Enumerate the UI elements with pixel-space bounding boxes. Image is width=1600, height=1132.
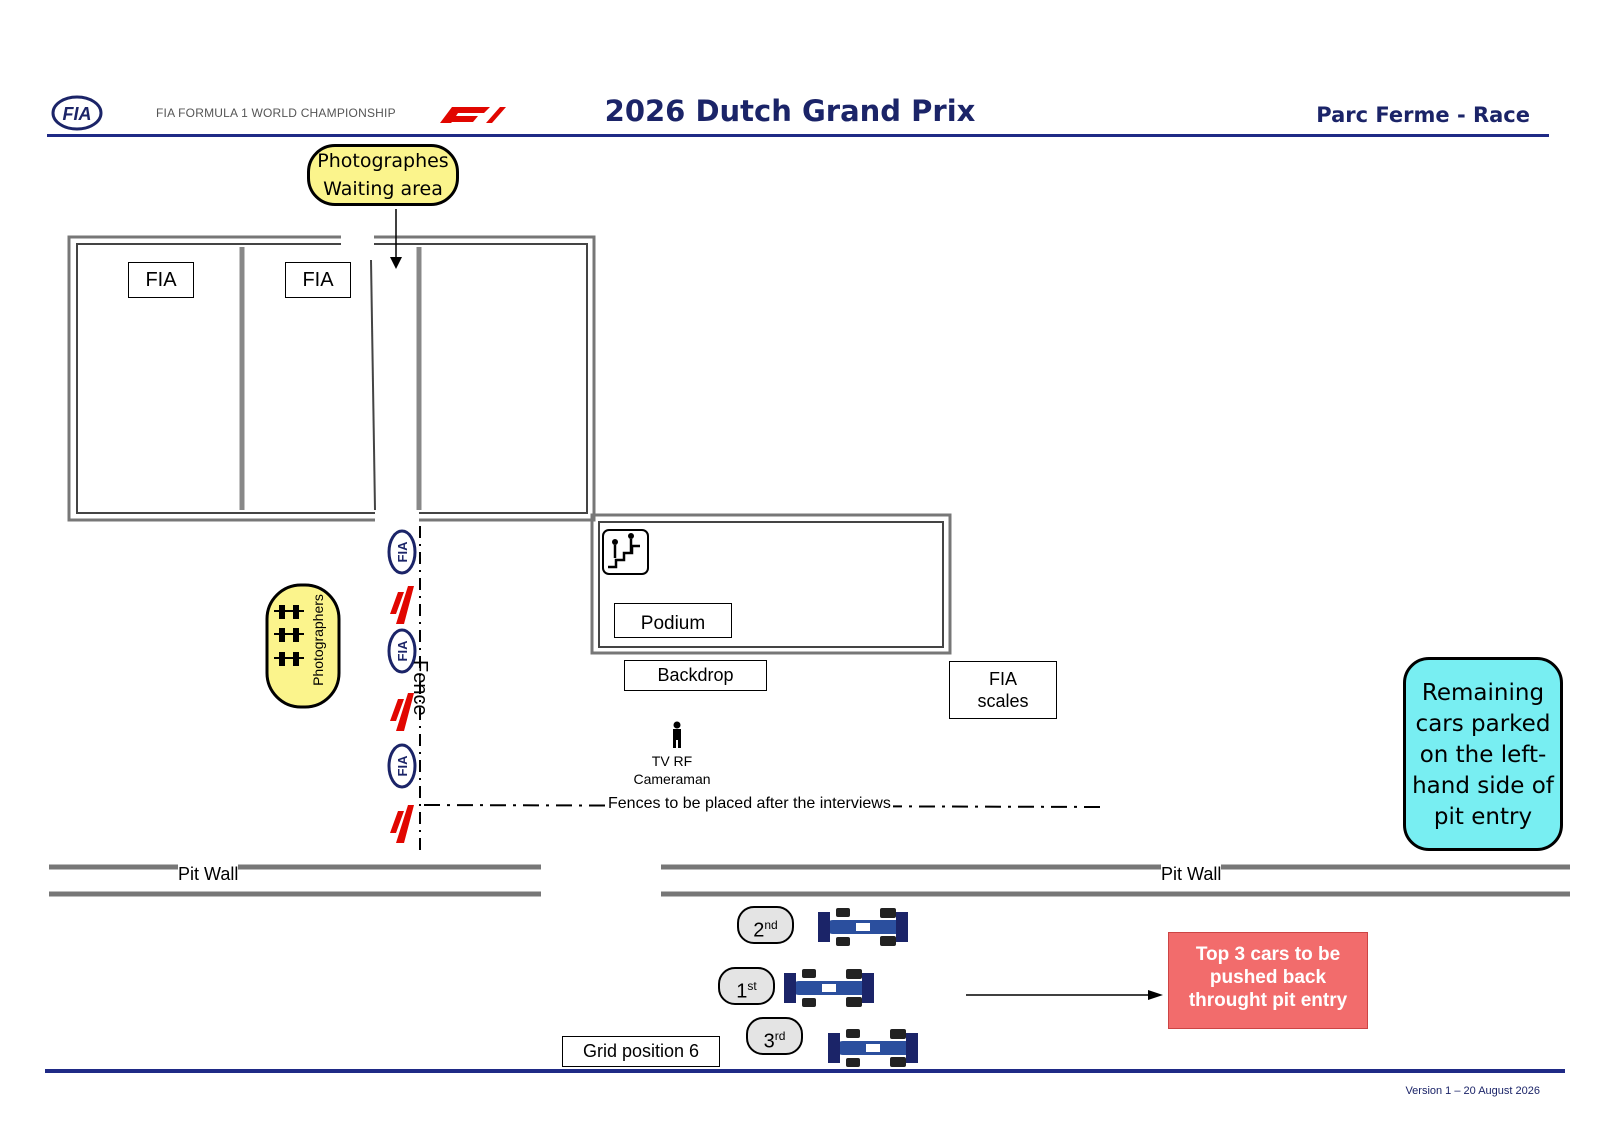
race-car-icon [818, 908, 908, 946]
position-2-badge: 2nd [737, 906, 794, 944]
pit-wall-right [661, 864, 1570, 897]
pit-wall-left [49, 864, 541, 897]
f1-logo-icon [440, 107, 506, 123]
position-2-suffix: nd [764, 918, 778, 932]
position-2-num: 2 [753, 919, 765, 942]
photographers-waiting-area: Photographes Waiting area [307, 144, 459, 206]
tv-rf-cameraman-label: TV RF Cameraman [617, 752, 727, 788]
podium-label: Podium [614, 603, 732, 638]
photographers-people-icon [274, 605, 304, 666]
fia-scales-box: FIA scales [949, 661, 1057, 719]
fence-branding: FIA FIA FIA [387, 529, 417, 843]
photographers-label: Photographers [310, 594, 326, 686]
fia-logo-icon: FIA [51, 95, 103, 131]
backdrop-label: Backdrop [624, 660, 767, 691]
svg-text:FIA: FIA [63, 104, 92, 124]
grid-position-label: Grid position 6 [562, 1036, 720, 1067]
position-3-num: 3 [763, 1030, 775, 1053]
footer-divider [45, 1069, 1565, 1073]
version-label: Version 1 – 20 August 2026 [1405, 1085, 1540, 1097]
position-1-badge: 1st [718, 967, 775, 1005]
fia-box-1: FIA [128, 262, 194, 298]
svg-text:FIA: FIA [395, 640, 410, 662]
fences-note-label: Fences to be placed after the interviews [606, 795, 893, 813]
person-icon [673, 721, 681, 748]
podium-block [590, 513, 952, 655]
tv-rf-label-2: Cameraman [633, 771, 711, 787]
position-1-suffix: st [747, 979, 757, 993]
waiting-area-label-1: Photographes [317, 150, 449, 172]
stairs-icon [602, 529, 649, 575]
pit-wall-left-label: Pit Wall [178, 864, 239, 885]
svg-text:FIA: FIA [395, 755, 410, 777]
tv-rf-label-1: TV RF [651, 753, 693, 769]
position-3-suffix: rd [774, 1029, 786, 1043]
page-subtitle: Parc Ferme - Race [1316, 103, 1530, 127]
position-1-num: 1 [736, 980, 748, 1003]
photographers-area [265, 583, 341, 709]
garage-block [67, 234, 596, 524]
fia-scales-label-2: scales [977, 691, 1029, 711]
fia-box-2: FIA [285, 262, 351, 298]
pit-wall-right-label: Pit Wall [1161, 864, 1222, 885]
waiting-area-label-2: Waiting area [323, 178, 443, 200]
page-title: 2026 Dutch Grand Prix [604, 94, 976, 128]
header-divider [47, 134, 1549, 137]
top3-push-back-note: Top 3 cars to be pushed back throught pi… [1168, 932, 1368, 1029]
position-3-badge: 3rd [746, 1017, 803, 1055]
race-car-icon [828, 1029, 918, 1067]
svg-text:FIA: FIA [395, 541, 410, 563]
fence-label: Fence [409, 660, 431, 716]
remaining-cars-note: Remaining cars parked on the left-hand s… [1403, 657, 1563, 851]
fia-scales-label-1: FIA [988, 669, 1017, 689]
race-car-icon [784, 969, 874, 1007]
championship-label: FIA FORMULA 1 WORLD CHAMPIONSHIP [156, 106, 396, 120]
